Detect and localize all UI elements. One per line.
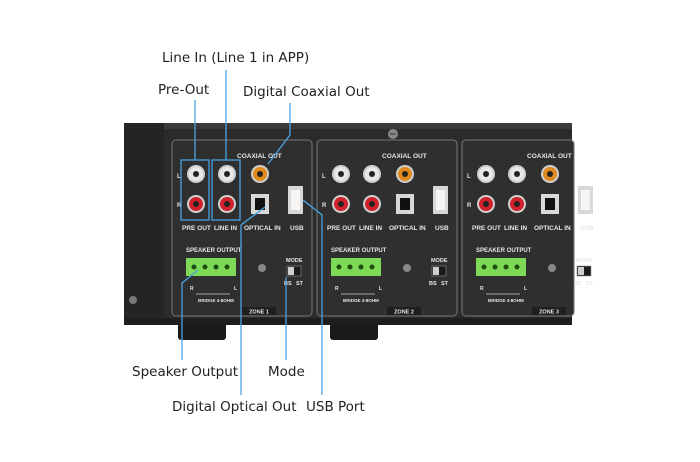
line-in-label: LINE IN — [504, 225, 527, 232]
usb-leader — [302, 199, 323, 395]
line-in-l-jack-icon — [363, 165, 381, 183]
channel-l-label: L — [467, 174, 471, 180]
optical-in-port-icon — [251, 194, 269, 214]
channel-l-label: L — [322, 174, 326, 180]
mode-bs-label: BS — [574, 281, 582, 287]
bridge-r-label: R — [335, 286, 339, 292]
line-in-r-jack-icon — [218, 195, 236, 213]
mode-callout: Mode — [268, 364, 305, 380]
zone-label: ZONE 2 — [394, 310, 414, 316]
mode-label: MODE — [431, 258, 448, 264]
coaxial-out-jack-icon — [396, 165, 414, 183]
coaxial-out-label: COAXIAL OUT — [527, 153, 572, 160]
bridge-r-label: R — [480, 286, 484, 292]
bridge-label: BRIDGE 4-8OHM — [198, 298, 234, 303]
optical-in-port-icon — [541, 194, 559, 214]
speaker-output-label: SPEAKER OUTPUT — [186, 248, 242, 254]
line-in-label: LINE IN — [214, 225, 237, 232]
pre-out-label: PRE OUT — [327, 225, 356, 232]
channel-r-label: R — [467, 203, 472, 209]
line-in-l-jack-icon — [218, 165, 236, 183]
screw-icon — [388, 129, 398, 139]
zone-label: ZONE 1 — [249, 310, 269, 316]
mode-st-label: ST — [441, 281, 449, 287]
mode-switch-icon — [431, 265, 447, 277]
mode-st-label: ST — [296, 281, 304, 287]
mode-st-label: ST — [586, 281, 594, 287]
speaker-output-leader — [181, 269, 199, 360]
pre-out-label: PRE OUT — [472, 225, 501, 232]
pre-out-l-jack-icon — [332, 165, 350, 183]
screw-icon — [258, 264, 266, 272]
bridge-l-label: L — [379, 286, 382, 292]
pre-out-r-jack-icon — [332, 195, 350, 213]
line-in-r-jack-icon — [508, 195, 526, 213]
usb-port-callout: USB Port — [306, 399, 365, 415]
pre-out-r-jack-icon — [477, 195, 495, 213]
optical-in-label: OPTICAL IN — [534, 225, 571, 232]
mode-switch-icon — [286, 265, 302, 277]
mode-label: MODE — [286, 258, 303, 264]
screw-icon — [129, 296, 137, 304]
mode-label: MODE — [576, 258, 593, 264]
optical-in-label: OPTICAL IN — [244, 225, 281, 232]
channel-l-label: L — [177, 174, 181, 180]
bridge-label: BRIDGE 4-8OHM — [343, 298, 379, 303]
speaker-terminal-icon — [476, 258, 526, 276]
callout-lines — [180, 70, 323, 395]
speaker-output-label: SPEAKER OUTPUT — [476, 248, 532, 254]
speaker-terminal-icon — [331, 258, 381, 276]
screw-icon — [403, 264, 411, 272]
line-in-r-jack-icon — [363, 195, 381, 213]
pre-out-r-jack-icon — [187, 195, 205, 213]
bridge-label: BRIDGE 4-8OHM — [488, 298, 524, 303]
coaxial-out-jack-icon — [251, 165, 269, 183]
optical-in-port-icon — [396, 194, 414, 214]
mode-bs-label: BS — [429, 281, 437, 287]
channel-r-label: R — [322, 203, 327, 209]
mode-switch-icon — [576, 265, 592, 277]
pre-out-callout: Pre-Out — [158, 82, 210, 98]
bridge-l-label: L — [524, 286, 527, 292]
optical-in-label: OPTICAL IN — [389, 225, 426, 232]
usb-label: USB — [580, 225, 594, 232]
line-in-label: LINE IN — [359, 225, 382, 232]
digital-optical-out-callout: Digital Optical Out — [172, 399, 297, 415]
speaker-terminal-icon — [186, 258, 236, 276]
digital-coaxial-out-callout: Digital Coaxial Out — [243, 84, 370, 100]
usb-port-icon — [288, 186, 303, 214]
speaker-output-label: SPEAKER OUTPUT — [331, 248, 387, 254]
pre-out-label: PRE OUT — [182, 225, 211, 232]
speaker-output-callout: Speaker Output — [132, 364, 239, 380]
usb-label: USB — [435, 225, 449, 232]
coaxial-out-jack-icon — [541, 165, 559, 183]
channel-r-label: R — [177, 203, 182, 209]
usb-label: USB — [290, 225, 304, 232]
pre-out-l-jack-icon — [187, 165, 205, 183]
optical-out-leader — [240, 206, 266, 395]
pre-out-l-jack-icon — [477, 165, 495, 183]
usb-port-icon — [433, 186, 448, 214]
bridge-l-label: L — [234, 286, 237, 292]
coaxial-out-label: COAXIAL OUT — [382, 153, 427, 160]
coaxial-out-leader — [267, 103, 291, 165]
line-in-l-jack-icon — [508, 165, 526, 183]
screw-icon — [548, 264, 556, 272]
coaxial-out-label: COAXIAL OUT — [237, 153, 282, 160]
line-in-callout: Line In (Line 1 in APP) — [162, 50, 310, 66]
mode-bs-label: BS — [284, 281, 292, 287]
usb-port-icon — [578, 186, 593, 214]
zone-label: ZONE 3 — [539, 310, 559, 316]
bridge-r-label: R — [190, 286, 194, 292]
